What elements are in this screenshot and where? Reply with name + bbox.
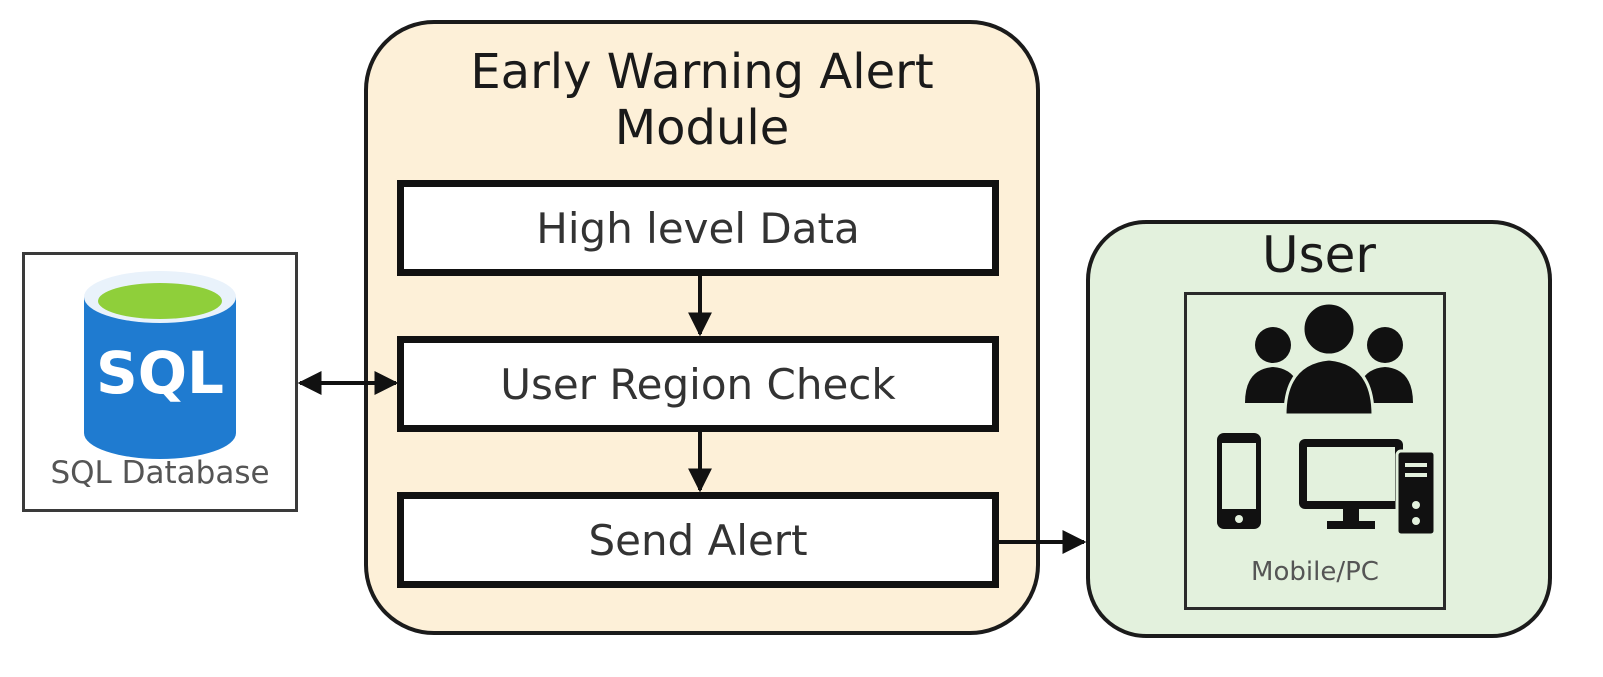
module-title: Early Warning Alert Module [368, 44, 1036, 156]
step-user-region-check: User Region Check [397, 336, 999, 432]
step-label: High level Data [536, 203, 860, 253]
device-label: Mobile/PC [1251, 557, 1379, 587]
module-title-line-2: Module [614, 100, 790, 156]
step-label: User Region Check [500, 359, 896, 409]
desktop-pc-icon [1299, 439, 1437, 535]
step-high-level-data: High level Data [397, 180, 999, 276]
step-label: Send Alert [588, 515, 808, 565]
user-devices-panel: Mobile/PC [1184, 292, 1446, 610]
user-container: User [1086, 220, 1552, 638]
step-send-alert: Send Alert [397, 492, 999, 588]
database-label: SQL Database [50, 455, 270, 491]
sql-database-node: SQL SQL Database [22, 252, 298, 512]
mobile-phone-icon [1217, 433, 1261, 529]
sql-icon-text: SQL [96, 339, 224, 407]
sql-database-icon: SQL [84, 271, 236, 459]
users-group-icon [1245, 301, 1413, 417]
user-title: User [1262, 226, 1376, 284]
module-title-line-1: Early Warning Alert [470, 44, 934, 100]
